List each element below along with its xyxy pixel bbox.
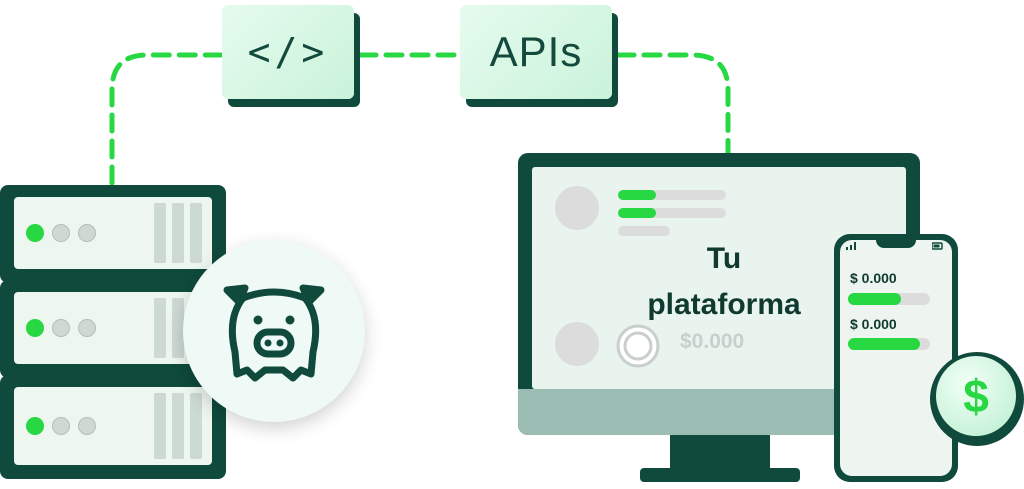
phone-progress-fill-1 [848,293,902,305]
phone-progress-bar-2 [848,338,930,350]
pig-badge [183,240,365,422]
server-unit-3 [0,375,226,479]
code-tag-label: </> [247,30,329,74]
monitor-stand-base [640,468,800,482]
phone-screen [840,240,952,476]
server-led-off [78,224,96,242]
server-led-off [78,319,96,337]
placeholder-bar [618,226,670,236]
avatar-placeholder [555,322,599,366]
signal-icon [846,242,856,250]
smartphone [834,234,958,482]
connector-apis-to-monitor [615,52,731,156]
phone-amount-2: $ 0.000 [850,316,897,332]
server-led-off [52,319,70,337]
server-led-on [26,319,44,337]
platform-title-line-1: Tu [706,242,742,275]
apis-tag-label: APIs [489,28,583,75]
server-led-off [52,224,70,242]
monitor-amount: $0.000 [680,330,745,353]
server-unit-1 [0,185,226,283]
avatar-placeholder [555,186,599,230]
connector-server-to-code [109,52,225,186]
phone-progress-bar-1 [848,293,930,305]
pig-icon [223,284,325,382]
placeholder-bar [618,208,726,218]
server-led-off [78,417,96,435]
phone-progress-fill-2 [848,338,921,350]
phone-amount-1: $ 0.000 [850,270,897,286]
apis-tag: APIs [460,5,612,99]
phone-notch [876,238,916,248]
server-led-on [26,224,44,242]
coin-outline-icon [616,324,660,368]
placeholder-bar [618,190,726,200]
server-led-off [52,417,70,435]
platform-title: Tu plataforma [598,236,850,328]
platform-title-line-2: plataforma [647,288,801,321]
server-led-on [26,417,44,435]
code-tag: </> [222,5,354,99]
dollar-symbol: $ [963,370,989,422]
battery-icon [932,242,943,250]
dollar-coin-icon: $ [930,352,1024,446]
